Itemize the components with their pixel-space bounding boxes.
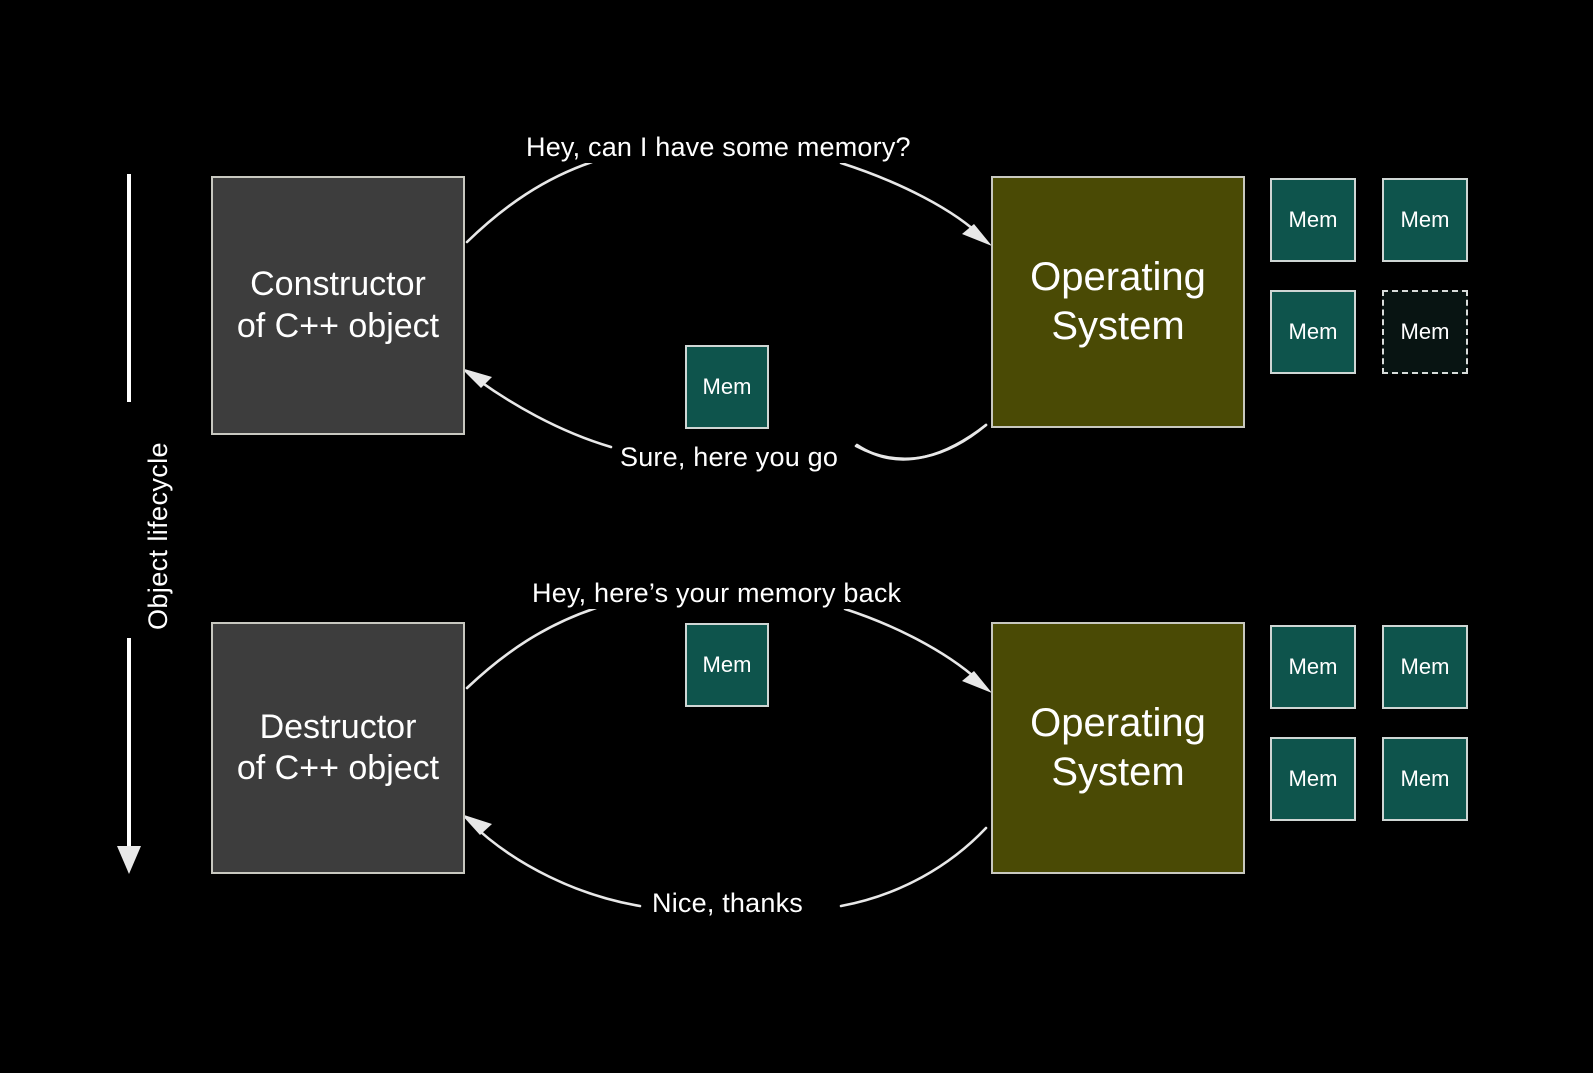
destruction-response-arc-right <box>839 826 988 908</box>
os-memory-block-2-construction[interactable]: Mem <box>1382 178 1468 262</box>
constructor-box-line1: Constructor <box>250 265 426 304</box>
destruction-request-arrowhead <box>962 671 992 693</box>
os-memory-block-1-destruction[interactable]: Mem <box>1270 625 1356 709</box>
os-box-line2-destruction: System <box>1051 750 1185 794</box>
os-box-line1-destruction: Operating <box>1030 701 1206 746</box>
os-memory-block-2-destruction-label: Mem <box>1400 654 1450 679</box>
os-memory-block-4-construction-label: Mem <box>1400 319 1450 344</box>
construction-request-arrowhead <box>962 224 992 246</box>
destruction-response-label: Nice, thanks <box>645 888 810 919</box>
construction-response-arrowhead <box>461 368 492 388</box>
os-memory-block-3-construction[interactable]: Mem <box>1270 290 1356 374</box>
operating-system-box-construction[interactable]: Operating System <box>991 176 1245 428</box>
os-memory-block-1-construction[interactable]: Mem <box>1270 178 1356 262</box>
construction-response-arc-right-2 <box>854 423 988 460</box>
construction-request-label: Hey, can I have some memory? <box>519 132 918 163</box>
os-memory-block-3-destruction[interactable]: Mem <box>1270 737 1356 821</box>
destruction-request-arc-left <box>465 606 598 690</box>
lifecycle-axis-label: Object lifecycle <box>143 442 173 630</box>
os-box-line2-construction: System <box>1051 304 1185 348</box>
os-memory-block-4-construction-empty[interactable]: Mem <box>1382 290 1468 374</box>
transit-memory-block-destruction[interactable]: Mem <box>685 623 769 707</box>
construction-response-arc-right <box>855 423 988 461</box>
os-memory-block-2-destruction[interactable]: Mem <box>1382 625 1468 709</box>
transit-memory-block-destruction-label: Mem <box>702 652 752 677</box>
os-memory-block-4-destruction-label: Mem <box>1400 766 1450 791</box>
transit-memory-block-construction[interactable]: Mem <box>685 345 769 429</box>
construction-request-arc-left <box>465 160 594 244</box>
construction-request-arc-right <box>839 161 986 241</box>
destruction-response-arrowhead <box>461 814 492 835</box>
os-box-line1-construction: Operating <box>1030 255 1206 300</box>
os-memory-block-1-construction-label: Mem <box>1288 207 1338 232</box>
os-memory-block-3-destruction-label: Mem <box>1288 766 1338 791</box>
destructor-box-line1: Destructor <box>259 707 417 746</box>
os-memory-block-4-destruction[interactable]: Mem <box>1382 737 1468 821</box>
destructor-box-line2: of C++ object <box>236 749 440 787</box>
destruction-request-label: Hey, here’s your memory back <box>525 578 909 609</box>
construction-response-arc-left <box>468 372 613 449</box>
destructor-box[interactable]: Destructor of C++ object <box>211 622 465 874</box>
construction-response-label: Sure, here you go <box>613 442 846 473</box>
destruction-request-arc-right <box>843 607 986 688</box>
constructor-box-line2: of C++ object <box>236 306 440 345</box>
lifecycle-axis-arrowhead <box>117 846 141 874</box>
destruction-response-arc-left <box>468 820 642 908</box>
constructor-box[interactable]: Constructor of C++ object <box>211 176 465 435</box>
os-memory-block-2-construction-label: Mem <box>1400 207 1450 232</box>
transit-memory-block-construction-label: Mem <box>702 374 752 399</box>
os-memory-block-3-construction-label: Mem <box>1288 319 1338 344</box>
operating-system-box-destruction[interactable]: Operating System <box>991 622 1245 874</box>
os-memory-block-1-destruction-label: Mem <box>1288 654 1338 679</box>
